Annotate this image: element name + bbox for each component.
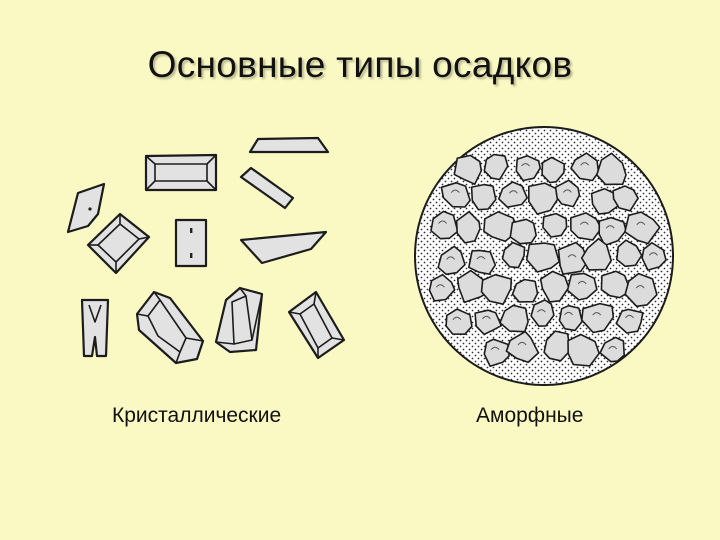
- crystal-thin-trapezoid: [250, 138, 328, 152]
- crystal-needle: [241, 168, 293, 208]
- amorphous-precipitate-cluster: [415, 127, 673, 385]
- amorphous-particle: [560, 306, 583, 331]
- crystal-bevelled-column: [216, 288, 262, 352]
- crystal-long-hex-prism: [137, 292, 203, 363]
- crystalline-label: Кристаллические: [112, 404, 281, 428]
- crystal-tilted-column: [289, 292, 344, 358]
- crystal-notched-plate: [82, 300, 108, 356]
- crystal-upright-slab: [176, 220, 206, 266]
- amorphous-label: Аморфные: [476, 404, 583, 428]
- crystal-tilted-prism: [88, 214, 149, 273]
- crystal-flat-prism: [146, 155, 216, 190]
- amorphous-particle: [510, 219, 536, 243]
- crystal-wide-trapezoid: [241, 232, 326, 263]
- crystal-slanted-plate: [68, 184, 104, 232]
- crystalline-precipitate-group: [68, 138, 344, 363]
